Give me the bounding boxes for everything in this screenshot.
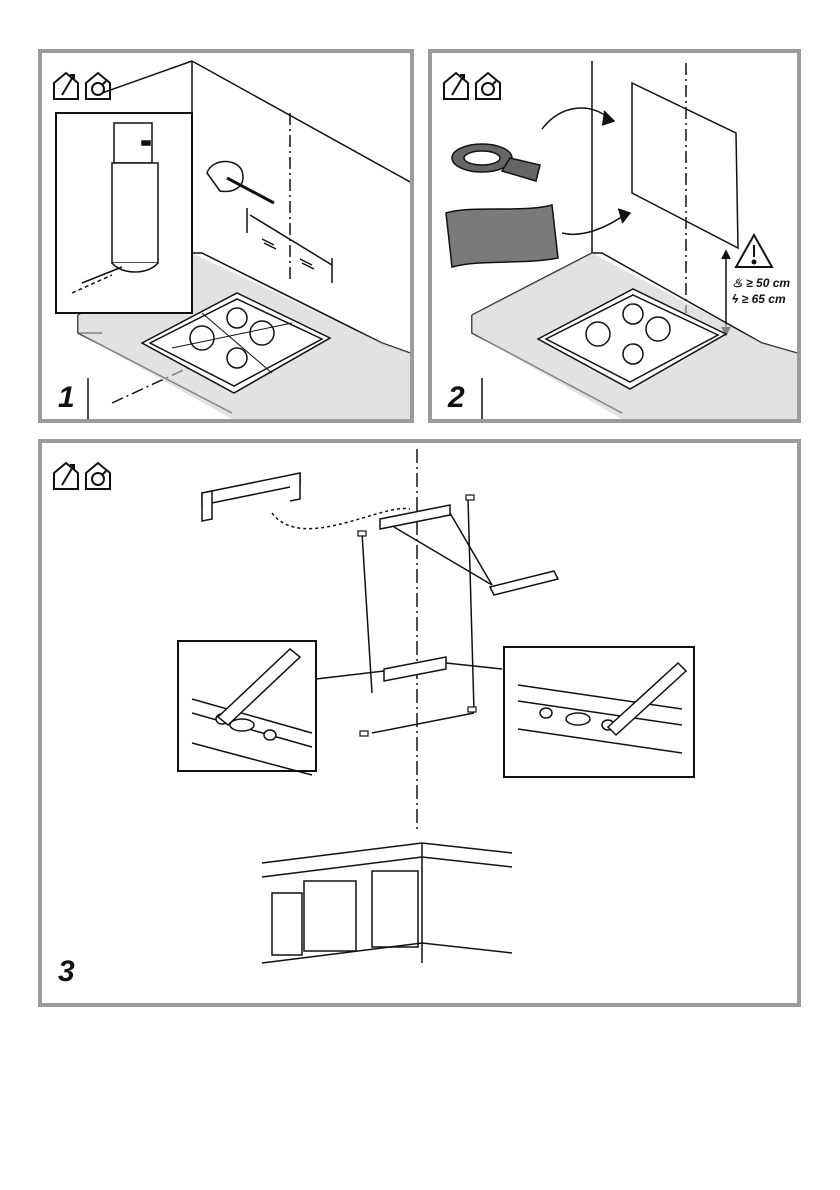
tape-roll-icon xyxy=(452,144,540,181)
left-drilling-inset xyxy=(178,641,316,775)
right-drilling-inset xyxy=(504,647,694,777)
step-number-2: 2 xyxy=(448,381,465,415)
template-sheet xyxy=(446,205,558,267)
panel-step-1: 1 xyxy=(38,49,414,423)
step-3-illustration xyxy=(42,443,797,1003)
exhaust-house-icon xyxy=(54,73,78,99)
exhaust-house-icon xyxy=(444,73,468,99)
recirculation-house-icon xyxy=(86,463,110,489)
lightning-icon: ϟ xyxy=(732,292,742,306)
recirculation-house-icon xyxy=(476,73,500,99)
gas-flame-icon: ♨ xyxy=(732,276,746,290)
step-number-3: 3 xyxy=(58,955,75,989)
step-2-illustration xyxy=(432,53,797,419)
recirculation-house-icon xyxy=(86,73,110,99)
step-number-1: 1 xyxy=(58,381,75,415)
gas-hob-distance: ♨ ≥ 50 cm xyxy=(732,275,790,291)
panel-step-3: 3 xyxy=(38,439,801,1007)
step-1-illustration xyxy=(42,53,410,419)
electric-hob-distance: ϟ ≥ 65 cm xyxy=(732,291,786,307)
warning-icon xyxy=(736,235,772,267)
exhaust-house-icon xyxy=(54,463,78,489)
panel-step-2: ♨ ≥ 50 cm ϟ ≥ 65 cm 2 xyxy=(428,49,801,423)
